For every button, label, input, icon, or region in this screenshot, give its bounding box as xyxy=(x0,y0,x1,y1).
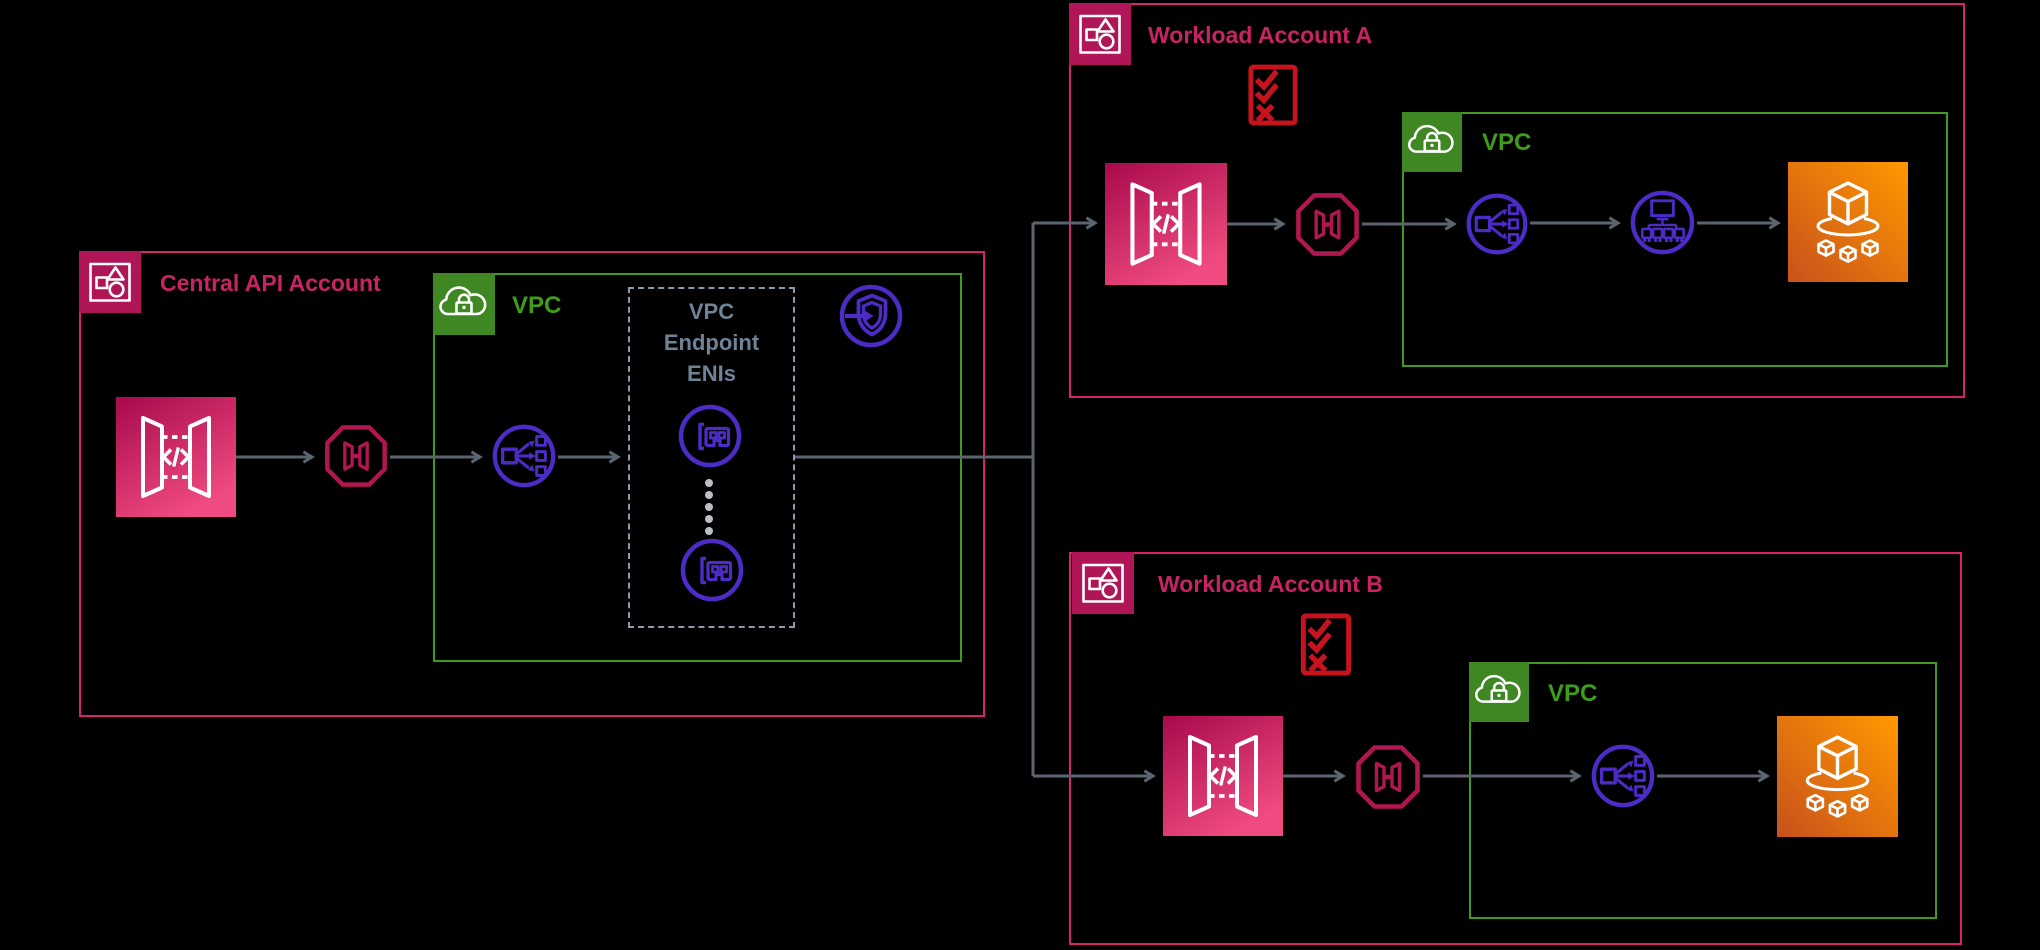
load-balancer-icon xyxy=(1589,742,1657,810)
api-endpoint-octagon-icon xyxy=(322,422,390,490)
central-account-title: Central API Account xyxy=(160,270,381,296)
account-icon xyxy=(1069,3,1131,65)
account-icon xyxy=(79,251,141,313)
service-cube-ring-icon xyxy=(1788,162,1908,282)
central-vpc-group xyxy=(433,273,962,662)
workload-a-vpc-title: VPC xyxy=(1482,129,1532,156)
api-endpoint-octagon-icon xyxy=(1353,742,1423,812)
privatelink-shield-icon xyxy=(838,283,904,349)
vpc-icon xyxy=(1402,112,1462,172)
eni-icon xyxy=(679,537,745,603)
api-gateway-icon xyxy=(1105,163,1227,285)
load-balancer-icon xyxy=(1464,191,1530,257)
vpc-endpoint-enis-title: VPC Endpoint ENIs xyxy=(663,299,760,387)
api-endpoint-octagon-icon xyxy=(1293,190,1362,259)
account-icon xyxy=(1072,552,1134,614)
eni-icon xyxy=(677,403,743,469)
workload-a-title: Workload Account A xyxy=(1148,22,1373,48)
vpc-endpoint-enis-group xyxy=(628,287,795,628)
workload-a-vpc-group xyxy=(1402,112,1948,367)
load-balancer-icon xyxy=(490,422,558,490)
policy-checklist-icon xyxy=(1247,62,1299,128)
api-gateway-icon xyxy=(116,397,236,517)
instances-icon xyxy=(1628,188,1697,257)
api-gateway-icon xyxy=(1163,716,1283,836)
policy-checklist-icon xyxy=(1299,612,1353,677)
vpc-icon xyxy=(433,273,495,335)
workload-b-title: Workload Account B xyxy=(1158,571,1383,597)
workload-account-a-group xyxy=(1069,3,1965,398)
central-vpc-title: VPC xyxy=(512,292,562,319)
service-cube-ring-icon xyxy=(1777,716,1898,837)
workload-account-b-group xyxy=(1069,552,1962,945)
central-api-account-group xyxy=(79,251,985,717)
vertical-ellipsis-dots xyxy=(705,479,713,535)
workload-b-vpc-group xyxy=(1469,662,1937,919)
workload-b-vpc-title: VPC xyxy=(1548,680,1598,707)
vpc-icon xyxy=(1469,662,1529,722)
